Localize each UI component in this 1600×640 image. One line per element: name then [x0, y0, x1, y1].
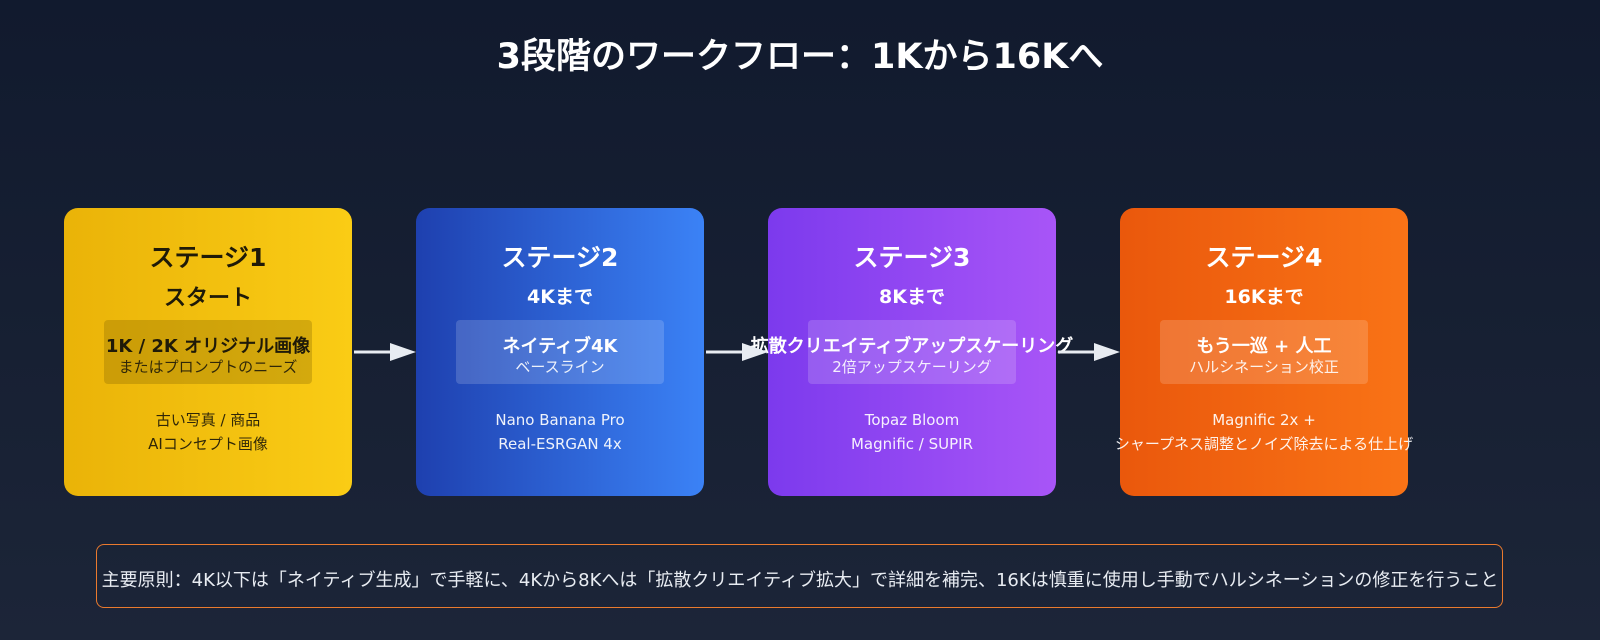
- key-principle-text: 主要原則：4K以下は「ネイティブ生成」で手軽に、4Kから8Kへは「拡散クリエイテ…: [101, 570, 1499, 591]
- stage-1-tool-1: 古い写真 / 商品: [155, 411, 261, 429]
- stage-2-subtitle: 4Kまで: [527, 286, 593, 308]
- stage-4-title: ステージ4: [1205, 243, 1323, 272]
- stage-2-card: ステージ2 4Kまで ネイティブ4K ベースライン Nano Banana Pr…: [416, 208, 704, 496]
- stage-2-highlight-box: ネイティブ4K ベースライン: [456, 320, 664, 384]
- stage-1-subtitle: スタート: [163, 286, 252, 311]
- stage-1-card: ステージ1 スタート 1K / 2K オリジナル画像 またはプロンプトのニーズ …: [64, 208, 352, 496]
- arrow-right-icon: [354, 343, 416, 361]
- stage-3-card: ステージ3 8Kまで 拡散クリエイティブアップスケーリング 2倍アップスケーリン…: [751, 208, 1073, 496]
- stage-1-title: ステージ1: [149, 243, 267, 272]
- stage-4-tools: Magnific 2x + シャープネス調整とノイズ除去による仕上げ: [1090, 408, 1438, 456]
- stage-2-tools: Nano Banana Pro Real-ESRGAN 4x: [386, 408, 734, 456]
- stage-3-tools: Topaz Bloom Magnific / SUPIR: [738, 408, 1086, 456]
- stage-1-box-main: 1K / 2K オリジナル画像: [105, 336, 311, 357]
- stage-3-subtitle: 8Kまで: [879, 286, 945, 308]
- stage-3-highlight-box: 拡散クリエイティブアップスケーリング 2倍アップスケーリング: [751, 320, 1073, 384]
- stage-3-tool-1: Topaz Bloom: [864, 411, 960, 429]
- stage-3-box-sub: 2倍アップスケーリング: [832, 358, 992, 376]
- stage-1-tools: 古い写真 / 商品 AIコンセプト画像: [34, 408, 382, 456]
- stage-3-tool-2: Magnific / SUPIR: [850, 435, 973, 453]
- stage-2-box-sub: ベースライン: [515, 358, 605, 376]
- stage-2-tool-2: Real-ESRGAN 4x: [498, 435, 622, 453]
- stage-4-box-sub: ハルシネーション校正: [1189, 358, 1339, 376]
- stage-4-tool-1: Magnific 2x +: [1212, 411, 1316, 429]
- diagram-title: 3段階のワークフロー：1Kから16Kへ: [496, 37, 1104, 77]
- stage-1-box-sub: またはプロンプトのニーズ: [118, 358, 298, 376]
- arrow-right-icon: [1058, 343, 1120, 361]
- stage-4-box-main: もう一巡 + 人工: [1196, 336, 1332, 357]
- stage-3-title: ステージ3: [853, 243, 971, 272]
- stage-4-card: ステージ4 16Kまで もう一巡 + 人工 ハルシネーション校正 Magnifi…: [1115, 208, 1413, 496]
- stage-4-highlight-box: もう一巡 + 人工 ハルシネーション校正: [1160, 320, 1368, 384]
- stage-2-title: ステージ2: [501, 243, 619, 272]
- stage-2-tool-1: Nano Banana Pro: [495, 411, 625, 429]
- stage-2-box-main: ネイティブ4K: [502, 336, 618, 357]
- stage-3-box-main: 拡散クリエイティブアップスケーリング: [750, 336, 1074, 357]
- stage-1-tool-2: AIコンセプト画像: [148, 435, 268, 453]
- stage-4-subtitle: 16Kまで: [1224, 286, 1304, 308]
- stage-4-tool-2: シャープネス調整とノイズ除去による仕上げ: [1114, 435, 1414, 453]
- stage-1-highlight-box: 1K / 2K オリジナル画像 またはプロンプトのニーズ: [104, 320, 312, 384]
- arrow-right-icon: [706, 343, 768, 361]
- principle-frame: [96, 544, 1503, 608]
